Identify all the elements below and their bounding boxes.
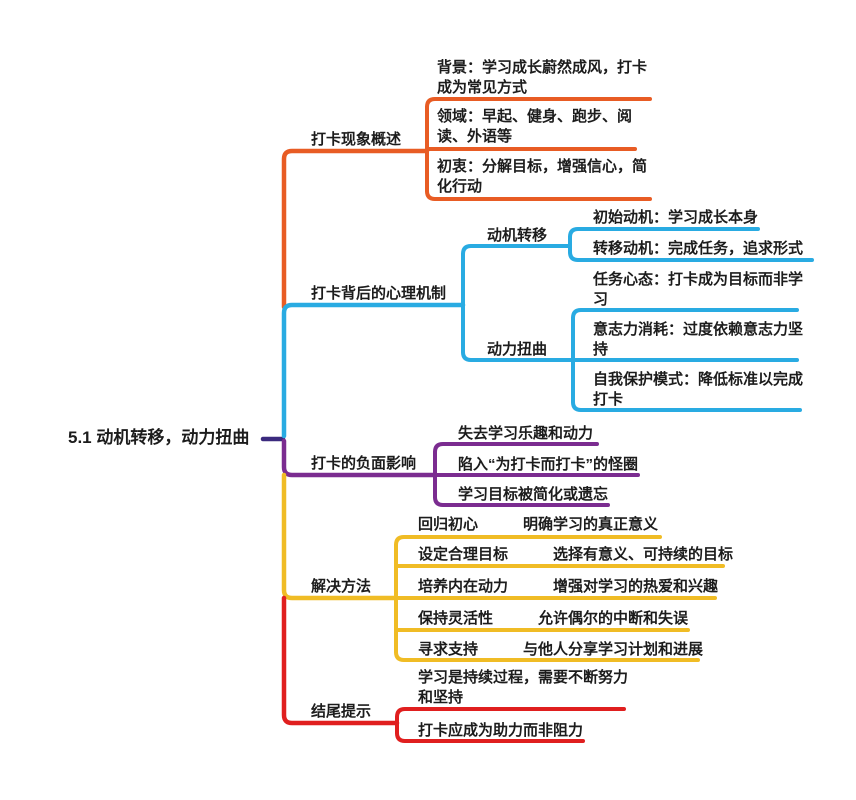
topic-drive-distortion[interactable]: 动力扭曲	[487, 341, 548, 358]
branch-line-solutions	[281, 472, 399, 601]
topic-shifted-motive[interactable]: 转移动机：完成任务，追求形式	[593, 240, 804, 257]
branch-line-overview	[281, 148, 430, 310]
topic-overview-intent[interactable]: 初衷：分解目标，增强信心，简 化行动	[437, 158, 648, 195]
underline-self-protect	[571, 400, 802, 412]
underline-closing-1	[395, 707, 626, 719]
topic-psychology[interactable]: 打卡背后的心理机制	[311, 285, 447, 302]
topic-closing[interactable]: 结尾提示	[311, 703, 372, 720]
topic-closing-1[interactable]: 学习是持续过程，需要不断努力 和坚持	[418, 669, 629, 706]
topic-solution-3-label[interactable]: 培养内在动力	[418, 578, 509, 595]
topic-task-mindset[interactable]: 任务心态：打卡成为目标而非学 习	[593, 271, 804, 308]
topic-initial-motive[interactable]: 初始动机：学习成长本身	[593, 209, 759, 226]
underline-closing-2	[395, 731, 585, 743]
topic-motive-shift[interactable]: 动机转移	[487, 227, 548, 244]
topic-solution-4-desc[interactable]: 允许偶尔的中断和失误	[538, 610, 689, 627]
underline-drive-distortion	[461, 350, 575, 362]
branch-line-negative	[281, 438, 438, 478]
topic-solution-1-desc[interactable]: 明确学习的真正意义	[523, 516, 659, 533]
root-topic[interactable]: 5.1 动机转移，动力扭曲	[68, 428, 250, 447]
underline-shifted-motive	[568, 250, 814, 262]
underline-overview-child-1	[425, 97, 652, 109]
branch-line-psychology	[281, 302, 466, 439]
underline-negative-3	[433, 495, 610, 507]
topic-solutions[interactable]: 解决方法	[311, 578, 372, 595]
topic-solution-3-desc[interactable]: 增强对学习的热爱和兴趣	[553, 578, 719, 595]
underline-overview-child-3	[425, 189, 652, 201]
underline-initial-motive	[568, 227, 760, 239]
topic-self-protect[interactable]: 自我保护模式：降低标准以完成 打卡	[593, 371, 804, 408]
topic-negative-1[interactable]: 失去学习乐趣和动力	[458, 425, 594, 442]
underline-solution-5	[394, 650, 700, 662]
topic-closing-2[interactable]: 打卡应成为助力而非阻力	[418, 722, 584, 739]
topic-solution-5-label[interactable]: 寻求支持	[418, 641, 479, 658]
topic-solution-2-label[interactable]: 设定合理目标	[418, 546, 509, 563]
topic-overview-background[interactable]: 背景：学习成长蔚然成风，打卡 成为常见方式	[437, 59, 648, 96]
topic-negative[interactable]: 打卡的负面影响	[311, 455, 417, 472]
topic-solution-5-desc[interactable]: 与他人分享学习计划和进展	[523, 641, 704, 658]
branch-line-closing	[281, 595, 400, 726]
topic-solution-1-label[interactable]: 回归初心	[418, 516, 479, 533]
topic-solution-2-desc[interactable]: 选择有意义、可持续的目标	[553, 546, 734, 563]
underline-task-mindset	[571, 308, 799, 320]
topic-negative-3[interactable]: 学习目标被简化或遗忘	[458, 486, 609, 503]
underline-negative-1	[433, 442, 599, 454]
topic-overview[interactable]: 打卡现象概述	[311, 131, 402, 148]
underline-solution-1	[394, 535, 662, 547]
topic-solution-4-label[interactable]: 保持灵活性	[418, 610, 494, 627]
topic-overview-fields[interactable]: 领域：早起、健身、跑步、阅 读、外语等	[437, 108, 633, 145]
topic-willpower-drain[interactable]: 意志力消耗：过度依赖意志力坚 持	[593, 321, 804, 358]
underline-motive-shift	[461, 244, 572, 256]
topic-negative-2[interactable]: 陷入“为打卡而打卡”的怪圈	[458, 456, 639, 473]
